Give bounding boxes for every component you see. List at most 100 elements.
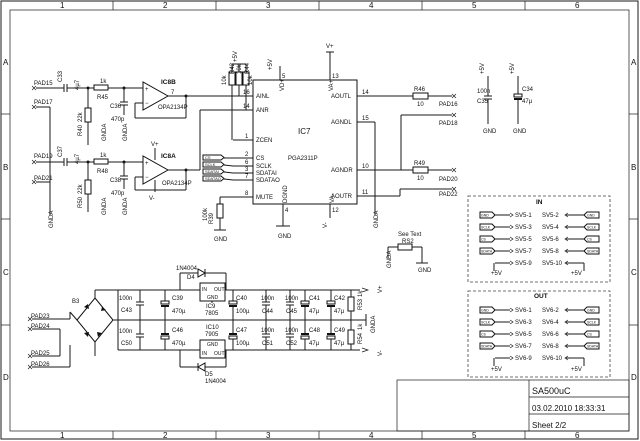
c34-p5v: +5V [510,63,516,74]
input-channel-left: PAD15 PAD17 C33 4µ7 R45 1k 22k R40 C36 4… [31,70,240,215]
connector-pin-left: SV6-3 [515,320,532,326]
output-section: R46 10 PAD16 PAD18 R49 10 PAD20 PAD22 Se… [387,87,458,274]
ic7-pin-sdatao: SDATAO [256,178,280,184]
r44-value: 10k [248,74,254,85]
frame-col-2: 2 [163,1,168,10]
ic7-pin-agndl: AGNDL [331,120,352,126]
frame-col-3-bottom: 3 [266,431,271,440]
connector-arrow [509,224,514,230]
ic7-pin-sclk: SCLK [256,164,272,170]
c52-value: 100n [285,328,298,334]
rs2-gnd: GND [418,268,432,274]
c37-label: C37 [58,145,64,157]
supply-vplus: V+ [378,285,384,293]
title-sheet: Sheet 2/2 [532,421,567,430]
r45-label: R45 [97,95,109,101]
connector-arrow [564,331,569,337]
connector-net-right: SCLK [587,226,597,230]
ic7-pin-agndr: AGNDR [331,168,353,174]
ic9-value: 7805 [205,311,219,317]
c39-label: C39 [172,296,184,302]
ic10-out: OUT [214,351,225,357]
c33-value: 4µ7 [75,79,81,90]
pad26-label: PAD26 [31,362,50,368]
connector-net-tag [583,223,600,231]
pad17-label: PAD17 [34,100,53,106]
c36-value: 470p [111,117,125,123]
frame-col-6-bottom: 6 [575,431,580,440]
connector-net-right: CS [587,238,593,242]
connector-pin-right: SV6-8 [542,344,559,350]
ic7-num-16: 16 [243,90,250,96]
connector-arrow [564,343,569,349]
frame-row-d: D [3,373,9,382]
c36-label: C36 [110,104,122,110]
r43-value: 10k [237,63,243,74]
connector-net-right: SCLK [587,321,597,325]
c35-p5v: +5V [480,63,486,74]
connector-arrow [509,307,514,313]
connector-pin-left: SV5-3 [515,225,532,231]
r54-value: 1k [358,323,364,330]
c43-label: C43 [121,308,133,314]
pad20-label: PAD20 [439,177,458,183]
r39-label: R39 [209,212,215,224]
c44-label: C44 [262,309,274,315]
r53-label: R53 [358,298,364,310]
d5-value: 1N4004 [205,379,227,385]
ic7-num-10: 10 [362,164,369,170]
ic7-pin-va-plus: VA+ [329,79,335,91]
connector-pin-right: SV5-6 [542,237,559,243]
ic9-gnd: GND [207,295,219,301]
c34-value: 47µ [522,99,533,105]
c34-label: C34 [522,87,534,93]
pad18-label: PAD18 [439,121,458,127]
ic7-pin-va-minus: VA- [330,193,336,203]
c35-label: C35 [477,99,489,105]
frame-col-1: 1 [60,1,65,10]
supply-vminus: V- [378,350,384,356]
connector-net-right: GND [587,309,595,313]
connector-pin-right: SV5-2 [542,213,559,219]
r42-label: R42 [230,62,236,74]
frame-col-4-bottom: 4 [369,431,374,440]
connector-in-rail-left: +5V [491,271,502,277]
r48-value: 1k [100,153,107,159]
connector-arrow [509,355,514,361]
frame-col-6: 6 [575,1,580,10]
ic7-num-15: 15 [362,116,369,122]
connector-in-title: IN [536,199,543,206]
c44-value: 100n [261,296,274,302]
ic7-num-7: 7 [245,174,249,180]
ic7-num-14l: 14 [243,104,250,110]
ic7-pin-cs: CS [256,156,264,162]
connector-net-right: GND [587,214,595,218]
ic10-gnd: GND [207,342,219,348]
connector-arrow [564,307,569,313]
c48-value: 47µ [309,341,320,347]
b3-label: B3 [72,299,80,305]
connector-arrow [509,343,514,349]
r44-label: R44 [245,62,251,74]
frame-col-1-bottom: 1 [60,431,65,440]
ic7-pin-aoutr: AOUTR [331,194,353,200]
frame-row-d-right: D [631,373,637,382]
connector-arrow [564,236,569,242]
c46-value: 470µ [172,341,186,347]
r54-label: R54 [358,332,364,344]
connector-net-tag [479,211,496,219]
c37-value: 4µ7 [75,153,81,164]
connector-net-left: CS [481,333,487,337]
c49-label: C49 [334,328,346,334]
bus-sclk: SCLK [205,162,216,167]
connector-net-left: GND [481,309,489,313]
connector-net-tag [583,247,600,255]
ic8b-ref: IC8B [161,79,176,86]
connector-net-tag [479,318,496,326]
c40-label: C40 [236,296,248,302]
ic7-vplus: V+ [326,44,334,50]
pad16-label: PAD16 [439,102,458,108]
ic7-pin-ainl: AINL [256,94,270,100]
c47-label: C47 [236,328,248,334]
